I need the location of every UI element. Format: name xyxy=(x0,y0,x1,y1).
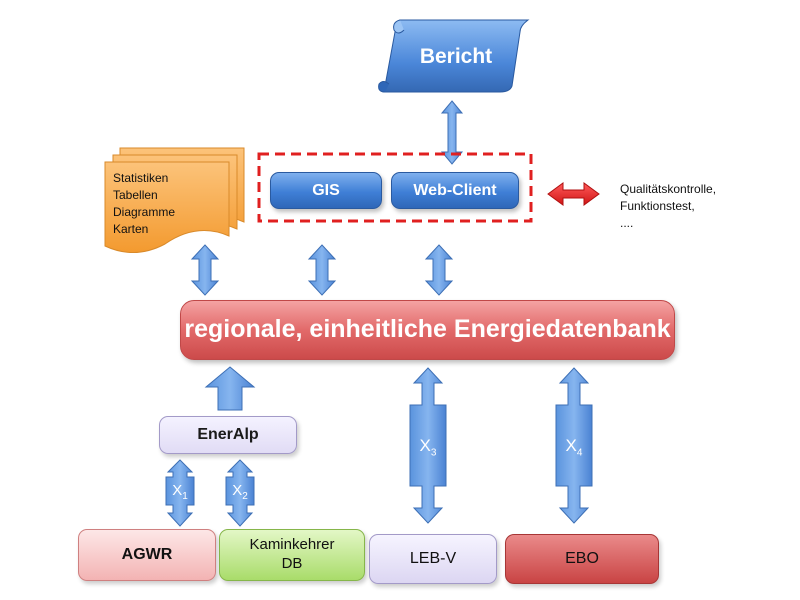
arrow-x4 xyxy=(555,367,593,524)
quality-line: Funktionstest, xyxy=(620,199,695,213)
quality-line: .... xyxy=(620,216,634,230)
interface-label-x4: X4 xyxy=(565,436,583,459)
gis-label: GIS xyxy=(312,181,340,199)
quality-double-arrow xyxy=(547,182,600,206)
outputs-item: Diagramme xyxy=(113,205,176,219)
apps-dashed-frame xyxy=(257,152,533,223)
gis-box[interactable]: GIS xyxy=(270,172,382,209)
arrow-webclient-database xyxy=(424,244,454,296)
arrow-eneralp-database xyxy=(204,366,256,411)
source-agwr[interactable]: AGWR xyxy=(78,529,216,581)
documents-stack xyxy=(104,147,245,254)
web-client-box[interactable]: Web-Client xyxy=(391,172,519,209)
report-label: Bericht xyxy=(398,34,514,80)
outputs-item: Statistiken xyxy=(113,171,169,185)
source-leb-v-label: LEB-V xyxy=(409,550,457,567)
report-scroll xyxy=(378,19,530,93)
arrow-gis-database xyxy=(307,244,337,296)
interface-label-x3: X3 xyxy=(419,436,437,459)
source-agwr-label: AGWR xyxy=(121,546,173,563)
energy-database-bar[interactable]: regionale, einheitliche Energiedatenbank xyxy=(180,300,675,360)
quality-line: Qualitätskontrolle, xyxy=(620,182,717,196)
arrow-docs-database xyxy=(190,244,220,296)
outputs-list: Statistiken Tabellen Diagramme Karten xyxy=(113,170,175,238)
arrow-x1 xyxy=(165,459,195,527)
interface-label-x2: X2 xyxy=(232,482,248,502)
source-ebo[interactable]: EBO xyxy=(505,534,659,584)
arrow-report-webclient xyxy=(440,100,464,165)
eneralp-box[interactable]: EnerAlp xyxy=(159,416,297,454)
eneralp-label: EnerAlp xyxy=(197,426,259,443)
outputs-item: Karten xyxy=(113,222,149,236)
web-client-label: Web-Client xyxy=(413,181,497,199)
source-leb-v[interactable]: LEB-V xyxy=(369,534,497,584)
outputs-item: Tabellen xyxy=(113,188,158,202)
quality-notes: Qualitätskontrolle, Funktionstest, .... xyxy=(620,181,716,232)
report-text: Bericht xyxy=(419,44,493,68)
source-kaminkehrer-line1: Kaminkehrer xyxy=(249,536,335,554)
arrow-x2 xyxy=(225,459,255,527)
arrow-x3 xyxy=(409,367,447,524)
interface-label-x1: X1 xyxy=(172,482,188,502)
energy-database-label: regionale, einheitliche Energiedatenbank xyxy=(184,315,671,344)
source-kaminkehrer-line2: DB xyxy=(281,555,303,572)
source-kaminkehrer-db[interactable]: Kaminkehrer DB xyxy=(219,529,365,581)
source-ebo-label: EBO xyxy=(565,550,599,567)
